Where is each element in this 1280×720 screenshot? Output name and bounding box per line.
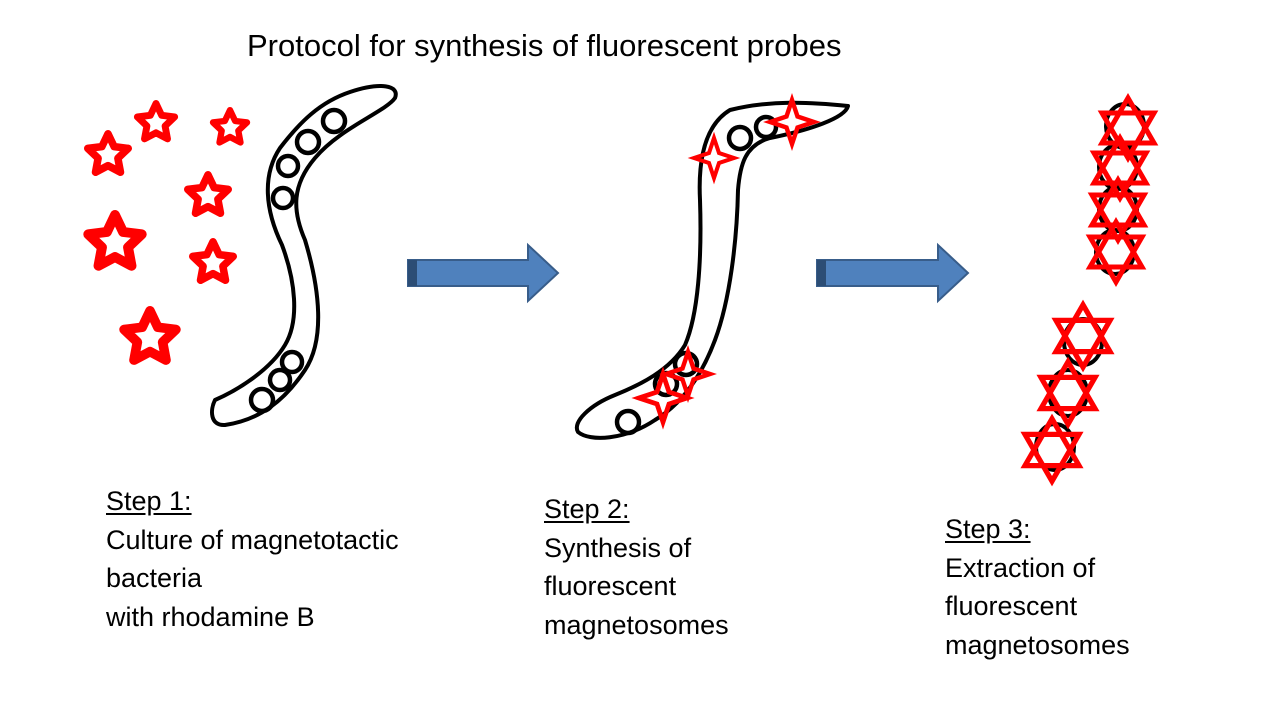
step-1-line-1: Culture of magnetotactic [106,524,399,555]
magnetosome-chain [248,107,348,414]
magnetosome-chain [614,114,779,436]
five-point-star-icon [88,134,129,173]
five-point-star-icon [124,311,176,360]
bacterium-body [574,100,850,440]
right-arrow-icon [407,242,560,304]
six-point-star-icon [1025,419,1079,481]
page-title: Protocol for synthesis of fluorescent pr… [247,28,842,63]
five-point-star-icon [193,242,234,281]
circle-icon [294,128,322,156]
five-point-star-icon [213,110,247,142]
rhodamine-stars [88,103,247,360]
circle-icon [267,367,293,393]
bacterium-body [210,84,398,427]
step-2-line-2: fluorescent [544,571,677,601]
circle-icon [270,185,296,211]
step-2-line-3: magnetosomes [544,609,729,640]
five-point-star-icon [88,215,141,266]
five-point-star-icon [188,175,229,214]
step-2-line-1: Synthesis of [544,532,692,563]
step-1-caption: Step 1: Culture of magnetotactic bacteri… [106,482,399,636]
right-arrow-icon [816,242,970,304]
step-3-caption: Step 3: Extraction of fluorescent magnet… [945,510,1130,664]
step-1-heading: Step 1: [106,486,192,516]
step-2-caption: Step 2: Synthesis of fluorescent magneto… [544,490,729,644]
circle-icon [320,107,348,135]
six-point-star-icon [1056,305,1110,367]
step-3-line-3: magnetosomes [945,629,1130,660]
step-2-heading: Step 2: [544,494,630,524]
circle-icon [726,124,754,152]
extracted-chain-lower [1025,305,1110,481]
step-3-line-1: Extraction of [945,552,1096,583]
step-1-line-2: bacteria [106,563,203,593]
extracted-chain-upper [1090,98,1154,282]
circle-icon [614,408,642,436]
circle-icon [753,114,779,140]
circle-icon [275,153,301,179]
fluorescent-labels [639,100,814,422]
circle-icon [248,386,276,414]
step-3-line-2: fluorescent [945,591,1078,621]
step-3-heading: Step 3: [945,514,1031,544]
step-1-line-3: with rhodamine B [106,601,315,632]
circle-icon [279,349,305,375]
five-point-star-icon [137,103,174,138]
